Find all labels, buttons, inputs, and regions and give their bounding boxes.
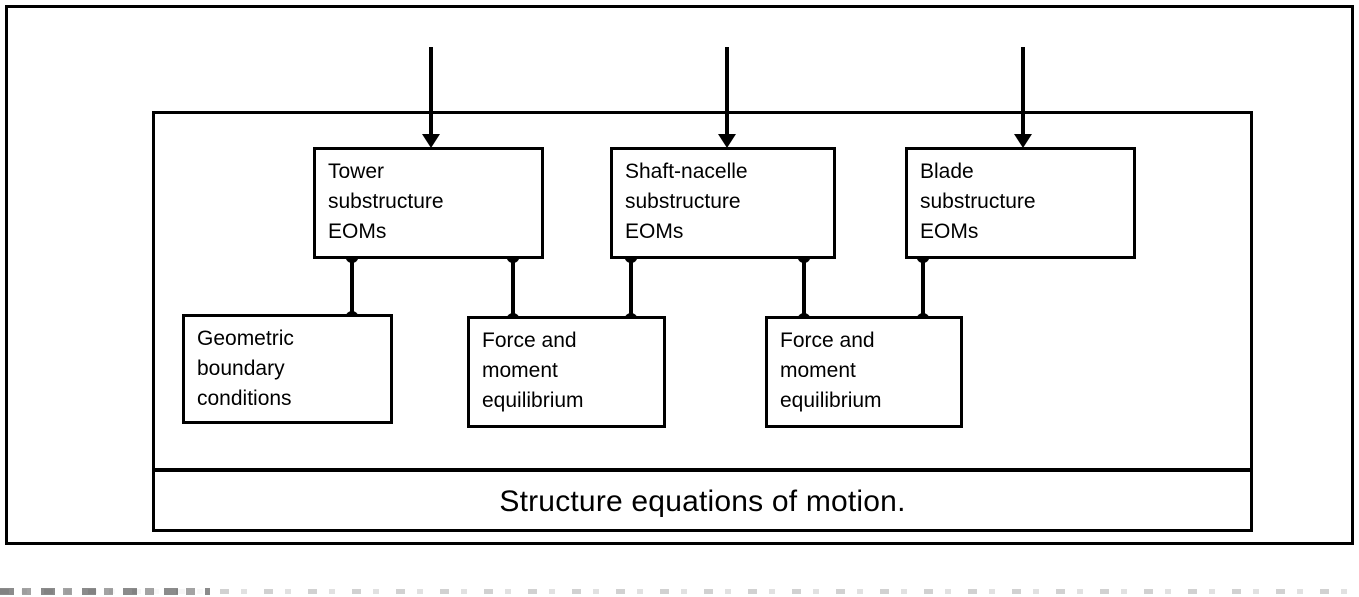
outer-frame-border <box>5 5 1354 545</box>
scan-artifact-strip-left <box>0 588 210 595</box>
caption-divider <box>152 468 1253 472</box>
connector-tower-to-force-moment-left <box>511 256 515 320</box>
node-force-moment-right-line-2: moment <box>780 359 856 382</box>
node-blade-line-2: substructure <box>920 190 1036 213</box>
node-tower-line-1: Tower <box>328 160 385 183</box>
node-force-moment-left-line-2: moment <box>482 359 558 382</box>
node-force-moment-right-line-1: Force and <box>780 329 875 352</box>
node-tower-line-3: EOMs <box>328 220 387 243</box>
node-force-and-moment-equilibrium-left: Force and moment equilibrium <box>467 316 666 428</box>
node-blade-line-3: EOMs <box>920 220 979 243</box>
scan-artifact-strip <box>0 589 1359 594</box>
node-tower-line-2: substructure <box>328 190 444 213</box>
shaft-nacelle-input-arrow-icon <box>725 47 729 135</box>
node-tower-substructure-eoms: Tower substructure EOMs <box>313 147 544 259</box>
blade-input-arrow-icon <box>1021 47 1025 135</box>
node-force-moment-left-line-1: Force and <box>482 329 577 352</box>
connector-shaft-nacelle-to-force-moment-right <box>802 256 806 320</box>
node-geometric-bc-line-1: Geometric <box>197 327 294 350</box>
node-force-moment-right-line-3: equilibrium <box>780 389 882 412</box>
node-geometric-bc-line-2: boundary <box>197 357 285 380</box>
node-geometric-bc-line-3: conditions <box>197 387 292 410</box>
node-shaft-nacelle-line-3: EOMs <box>625 220 684 243</box>
node-shaft-nacelle-line-2: substructure <box>625 190 741 213</box>
node-blade-substructure-eoms: Blade substructure EOMs <box>905 147 1136 259</box>
tower-input-arrow-icon <box>429 47 433 135</box>
connector-shaft-nacelle-to-force-moment-left <box>629 256 633 320</box>
node-geometric-boundary-conditions: Geometric boundary conditions <box>182 314 393 424</box>
caption-band: Structure equations of motion. <box>152 472 1253 531</box>
connector-blade-to-force-moment-right <box>921 256 925 320</box>
node-force-and-moment-equilibrium-right: Force and moment equilibrium <box>765 316 963 428</box>
connector-tower-to-geometric-bc <box>350 256 354 318</box>
node-force-moment-left-line-3: equilibrium <box>482 389 584 412</box>
node-blade-line-1: Blade <box>920 160 974 183</box>
figure-caption: Structure equations of motion. <box>499 484 906 518</box>
node-shaft-nacelle-line-1: Shaft-nacelle <box>625 160 748 183</box>
node-shaft-nacelle-substructure-eoms: Shaft-nacelle substructure EOMs <box>610 147 836 259</box>
